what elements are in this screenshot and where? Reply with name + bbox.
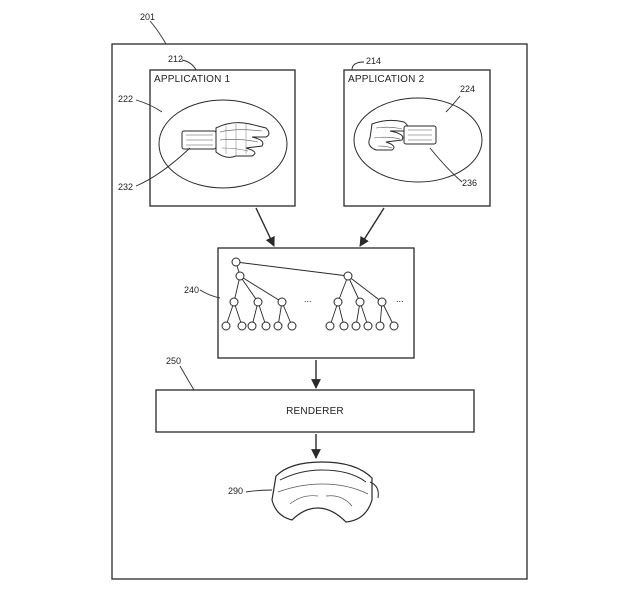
hand-2-leader bbox=[429, 147, 463, 183]
system-box bbox=[111, 43, 528, 580]
renderer-leader bbox=[179, 365, 195, 391]
scene-2-ref: 224 bbox=[460, 84, 475, 94]
application-1-box bbox=[149, 69, 296, 207]
application-2-scene-ellipse bbox=[353, 97, 483, 183]
hand-1-ref: 232 bbox=[118, 182, 133, 192]
arrow-app1-to-scene-graph bbox=[255, 207, 275, 247]
scene-graph-tree bbox=[221, 257, 399, 331]
application-1-scene-ellipse bbox=[158, 99, 288, 189]
application-2-box bbox=[343, 69, 491, 207]
application-1: APPLICATION 1 212 222 232 bbox=[118, 54, 296, 207]
renderer-box bbox=[155, 389, 475, 433]
scene-graph-ellipsis-right: ... bbox=[396, 294, 404, 304]
hand-model-1-icon bbox=[181, 122, 270, 158]
application-1-title: APPLICATION 1 bbox=[154, 74, 231, 85]
renderer-label: RENDERER bbox=[286, 406, 344, 417]
application-2-title: APPLICATION 2 bbox=[348, 74, 425, 85]
application-2-ref: 214 bbox=[366, 56, 381, 66]
scene-graph-leader bbox=[199, 289, 221, 299]
application-2-leader bbox=[351, 61, 365, 71]
vr-headset-icon bbox=[271, 461, 379, 523]
renderer-ref: 250 bbox=[166, 356, 181, 366]
system-ref-label: 201 bbox=[140, 12, 155, 22]
scene-1-leader bbox=[135, 99, 163, 113]
headset-ref: 290 bbox=[228, 486, 243, 496]
renderer: RENDERER 250 bbox=[155, 356, 475, 433]
scene-graph: 240 bbox=[184, 247, 415, 359]
scene-2-leader bbox=[445, 95, 461, 113]
system-container: 201 bbox=[111, 12, 528, 580]
scene-graph-ellipsis-left: ... bbox=[304, 294, 312, 304]
application-2: APPLICATION 2 214 224 236 bbox=[343, 56, 491, 207]
arrow-app2-to-scene-graph bbox=[359, 207, 385, 247]
hand-1-leader bbox=[135, 147, 191, 187]
application-1-leader bbox=[181, 59, 197, 71]
hand-model-2-icon bbox=[368, 119, 437, 151]
scene-graph-box bbox=[217, 247, 415, 359]
scene-1-ref: 222 bbox=[118, 94, 133, 104]
headset-leader bbox=[245, 489, 273, 493]
scene-graph-ref: 240 bbox=[184, 285, 199, 295]
hand-2-ref: 236 bbox=[462, 178, 477, 188]
application-1-ref: 212 bbox=[168, 54, 183, 64]
system-leader-line bbox=[149, 20, 167, 45]
